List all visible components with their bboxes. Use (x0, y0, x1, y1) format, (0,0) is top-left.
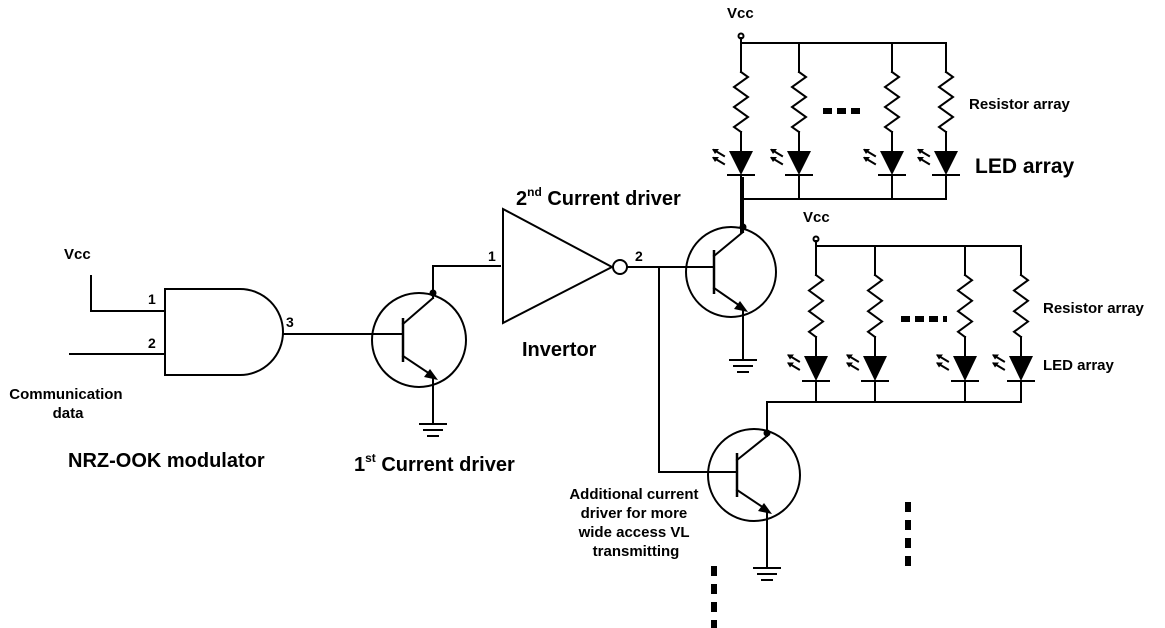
led-icon (936, 354, 979, 382)
vcc-label-upper: Vcc (727, 5, 754, 22)
led-array-label-lower: LED array (1043, 357, 1115, 374)
led-icon (770, 148, 813, 176)
led-array-label-upper: LED array (975, 155, 1075, 178)
array-branch-3 (863, 42, 906, 200)
resistor-icon (866, 273, 884, 339)
driver2-label: 2nd Current driver (516, 185, 681, 210)
additional-driver-label: Additional current driver for more wide … (569, 486, 702, 560)
and-gate (69, 275, 374, 376)
and-pin1-label: 1 (148, 291, 156, 307)
led-icon (787, 354, 830, 382)
resistor-icon (937, 70, 955, 134)
and-pin3-label: 3 (286, 314, 294, 330)
array-branch-6 (846, 245, 889, 403)
led-array-upper (712, 32, 960, 233)
led-icon (846, 354, 889, 382)
transistor-1 (371, 265, 501, 437)
led-array-lower (766, 235, 1035, 403)
array-branch-7 (936, 245, 979, 403)
vcc-label-lower: Vcc (803, 209, 830, 226)
invertor-label: Invertor (522, 339, 597, 361)
vcc-label-modulator: Vcc (64, 246, 91, 263)
resistor-icon (883, 70, 901, 134)
led-icon (712, 148, 755, 176)
resistor-icon (956, 273, 974, 339)
transistor-2 (685, 177, 777, 373)
driver1-label: 1st Current driver (354, 451, 515, 476)
communication-data-label: Communication data (9, 386, 127, 422)
resistor-array-label-upper: Resistor array (969, 96, 1071, 113)
array-branch-4 (917, 42, 960, 200)
resistor-icon (1012, 273, 1030, 339)
invertor-gate (502, 207, 710, 473)
led-icon (863, 148, 906, 176)
array-branch-5 (787, 245, 830, 403)
invertor-pin2-label: 2 (635, 248, 643, 264)
transistor-3 (707, 401, 801, 581)
led-icon (992, 354, 1035, 382)
array-branch-2 (770, 42, 813, 200)
modulator-label: NRZ-OOK modulator (68, 450, 265, 472)
and-pin2-label: 2 (148, 335, 156, 351)
resistor-icon (790, 70, 808, 134)
led-icon (917, 148, 960, 176)
array-branch-1 (712, 42, 755, 200)
invertor-pin1-label: 1 (488, 248, 496, 264)
resistor-icon (732, 70, 750, 134)
resistor-icon (807, 273, 825, 339)
resistor-array-label-lower: Resistor array (1043, 300, 1145, 317)
array-branch-8 (992, 245, 1035, 403)
